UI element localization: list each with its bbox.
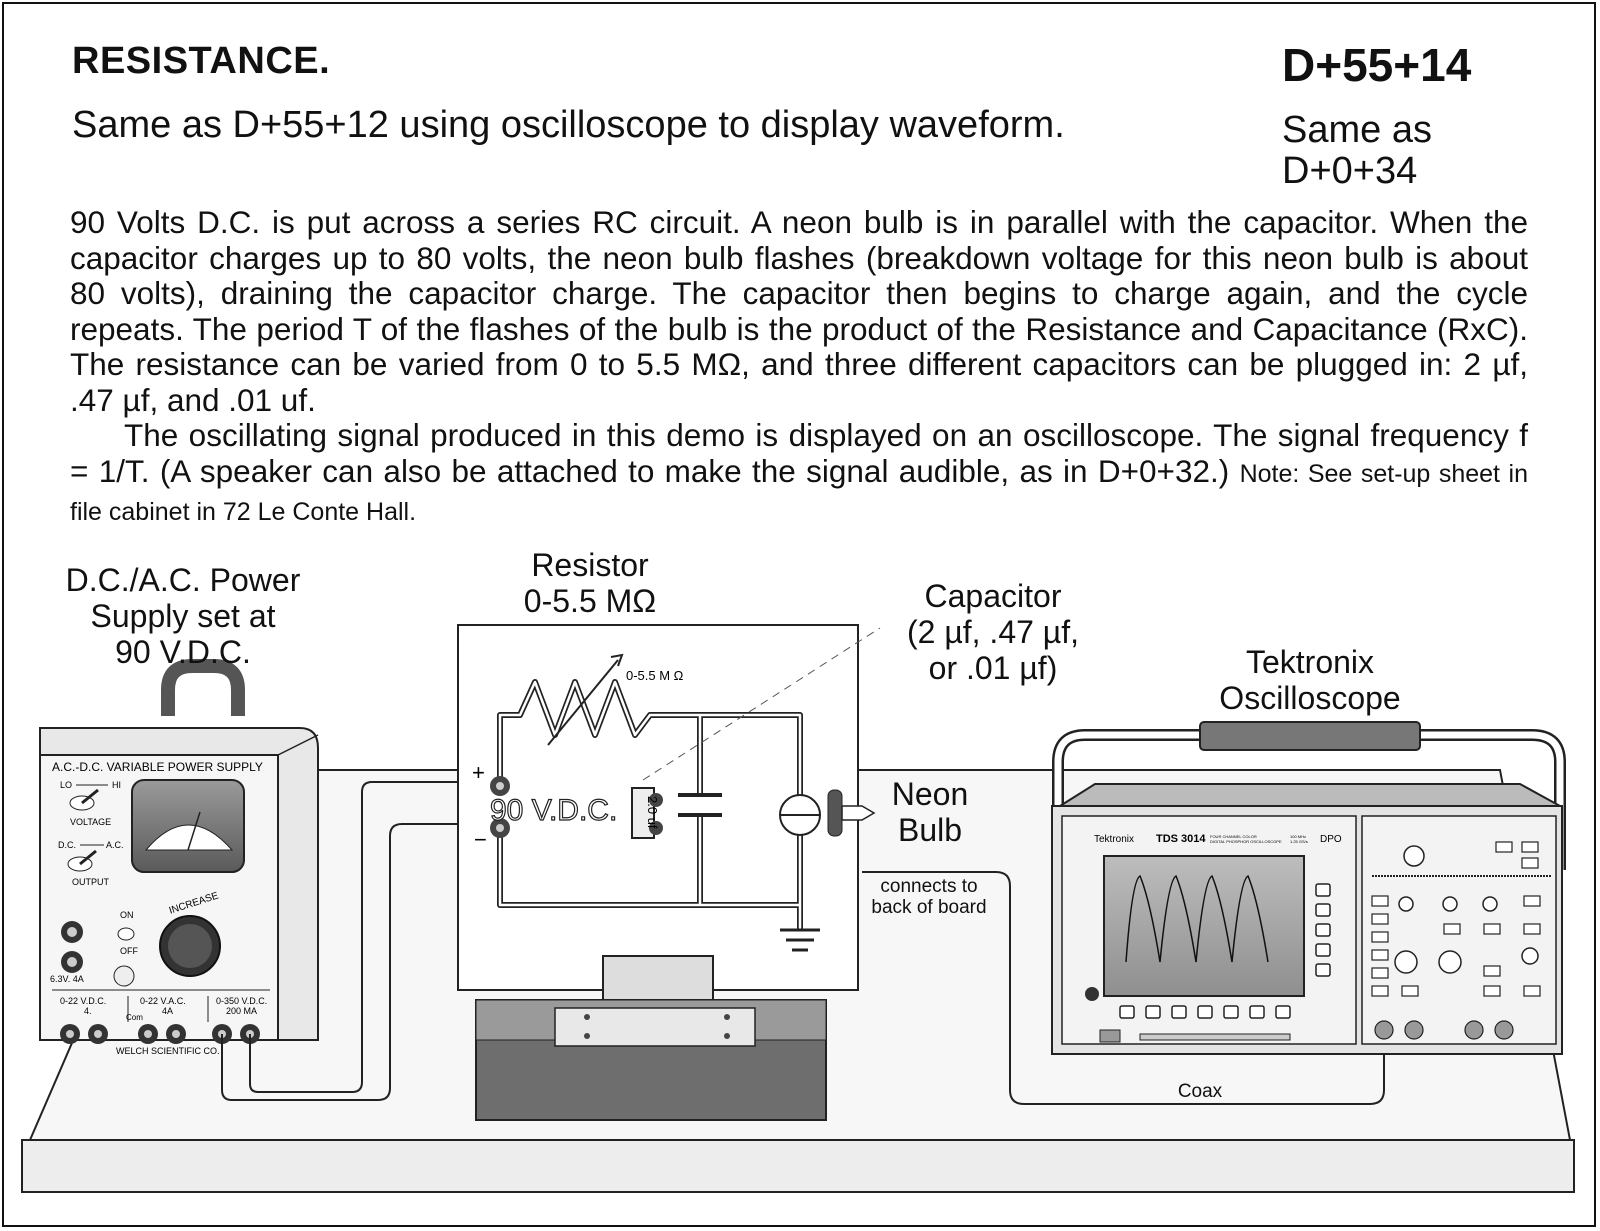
psu-aux-label: 6.3V. 4A <box>50 974 84 984</box>
psu-ac-label: A.C. <box>106 840 124 850</box>
resistor-label-line-2: 0-5.5 MΩ <box>523 583 657 619</box>
supply-wires <box>221 781 500 1101</box>
capacitor-label-line-1: Capacitor <box>924 578 1062 614</box>
psu-voltage-label: VOLTAGE <box>70 817 111 827</box>
neon-bulb-icon <box>841 805 876 821</box>
neon-bulb-label: Neon Bulb <box>880 776 980 848</box>
same-as-reference: Same as D+0+34 <box>1282 110 1542 192</box>
psu-range3-a: 0-350 V.D.C. <box>216 996 267 1006</box>
board-stand <box>475 955 827 1121</box>
psu-dc-label: D.C. <box>58 840 76 850</box>
psu-name: A.C.-D.C. VARIABLE POWER SUPPLY <box>52 760 263 774</box>
capacitor-pointer <box>642 627 881 781</box>
power-supply-label-line-3: 90 V.D.C. <box>115 634 251 670</box>
resistor-label-line-1: Resistor <box>531 547 649 583</box>
psu-range1-b: 4. <box>84 1006 92 1016</box>
description: 90 Volts D.C. is put across a series RC … <box>70 204 1528 531</box>
setup-note: Note: See set-up sheet in file cabinet i… <box>70 459 1528 527</box>
description-paragraph-2-text: The oscillating signal produced in this … <box>70 417 1528 489</box>
psu-range1-a: 0-22 V.D.C. <box>60 996 106 1006</box>
capacitor-label-line-2: (2 µf, .47 µf, <box>906 614 1080 650</box>
psu-output-label: OUTPUT <box>72 877 110 887</box>
neon-bulb-label-line-1: Neon <box>891 776 969 812</box>
same-as-line-1: Same as <box>1282 109 1432 151</box>
oscilloscope-label: Tektronix Oscilloscope <box>1190 644 1430 716</box>
description-paragraph-1: 90 Volts D.C. is put across a series RC … <box>70 204 1528 418</box>
capacitor-label-line-3: or .01 µf) <box>928 650 1058 686</box>
scope-model-sub-2: DIGITAL PHOSPHOR OSCILLOSCOPE <box>1210 839 1282 844</box>
power-supply-label: D.C./A.C. Power Supply set at 90 V.D.C. <box>38 562 328 670</box>
scope-spec-1: 100 MHz <box>1290 834 1306 839</box>
neon-bulb-label-line-2: Bulb <box>897 812 963 848</box>
psu-on-label: ON <box>120 910 134 920</box>
connects-label-line-1: connects to <box>880 876 978 897</box>
page-subtitle: Same as D+55+12 using oscilloscope to di… <box>72 104 1065 146</box>
board-resistor-range: 0-5.5 M Ω <box>626 668 684 683</box>
scope-waveform <box>1125 874 1269 963</box>
connects-label: connects to back of board <box>854 876 1004 918</box>
psu-off-label: OFF <box>120 946 138 956</box>
coax-label: Coax <box>1177 1081 1223 1102</box>
psu-maker: WELCH SCIENTIFIC CO. <box>116 1046 220 1056</box>
scope-spec-2: 1.25 GS/s <box>1290 839 1308 844</box>
board-minus: − <box>474 827 487 852</box>
connects-label-line-2: back of board <box>871 897 987 918</box>
board-voltage: 90 V.D.C. <box>490 794 617 827</box>
capacitor-label: Capacitor (2 µf, .47 µf, or .01 µf) <box>878 578 1108 686</box>
psu-range2-b: 4A <box>162 1006 173 1016</box>
power-supply-label-line-2: Supply set at <box>90 598 276 634</box>
psu-range3-b: 200 MA <box>226 1006 257 1016</box>
resistor-label: Resistor 0-5.5 MΩ <box>470 547 710 619</box>
oscilloscope-label-line-1: Tektronix <box>1245 644 1375 680</box>
psu-hi: HI <box>112 780 121 790</box>
scope-brand: Tektronix <box>1094 834 1134 845</box>
oscilloscope-label-line-2: Oscilloscope <box>1219 680 1401 716</box>
demo-code: D+55+14 <box>1282 39 1472 91</box>
psu-lo: LO <box>60 780 72 790</box>
scope-type: DPO <box>1320 834 1342 845</box>
scope-model-sub-1: FOUR CHANNEL COLOR <box>1210 834 1257 839</box>
capacitor-component <box>631 787 655 839</box>
coax-cable <box>862 871 1385 1105</box>
scope-model: TDS 3014 <box>1156 833 1206 845</box>
psu-range2-a: 0-22 V.A.C. <box>140 996 186 1006</box>
page-title: RESISTANCE. <box>72 40 331 82</box>
scope-screen <box>1103 855 1305 997</box>
psu-com-label: Com <box>126 1013 143 1022</box>
board-capacitor-value: 2.0 uf <box>645 796 660 829</box>
power-supply-label-line-1: D.C./A.C. Power <box>65 562 301 598</box>
same-as-line-2: D+0+34 <box>1282 150 1418 192</box>
oscilloscope: Tektronix TDS 3014 FOUR CHANNEL COLOR DI… <box>1051 721 1566 1055</box>
circuit-board: + − 90 V.D.C. 0-5.5 M Ω 2.0 uf <box>457 624 881 991</box>
power-supply: A.C.-D.C. VARIABLE POWER SUPPLY LO HI VO… <box>39 659 319 1056</box>
description-paragraph-2: The oscillating signal produced in this … <box>70 417 1528 531</box>
board-plus: + <box>472 760 485 785</box>
